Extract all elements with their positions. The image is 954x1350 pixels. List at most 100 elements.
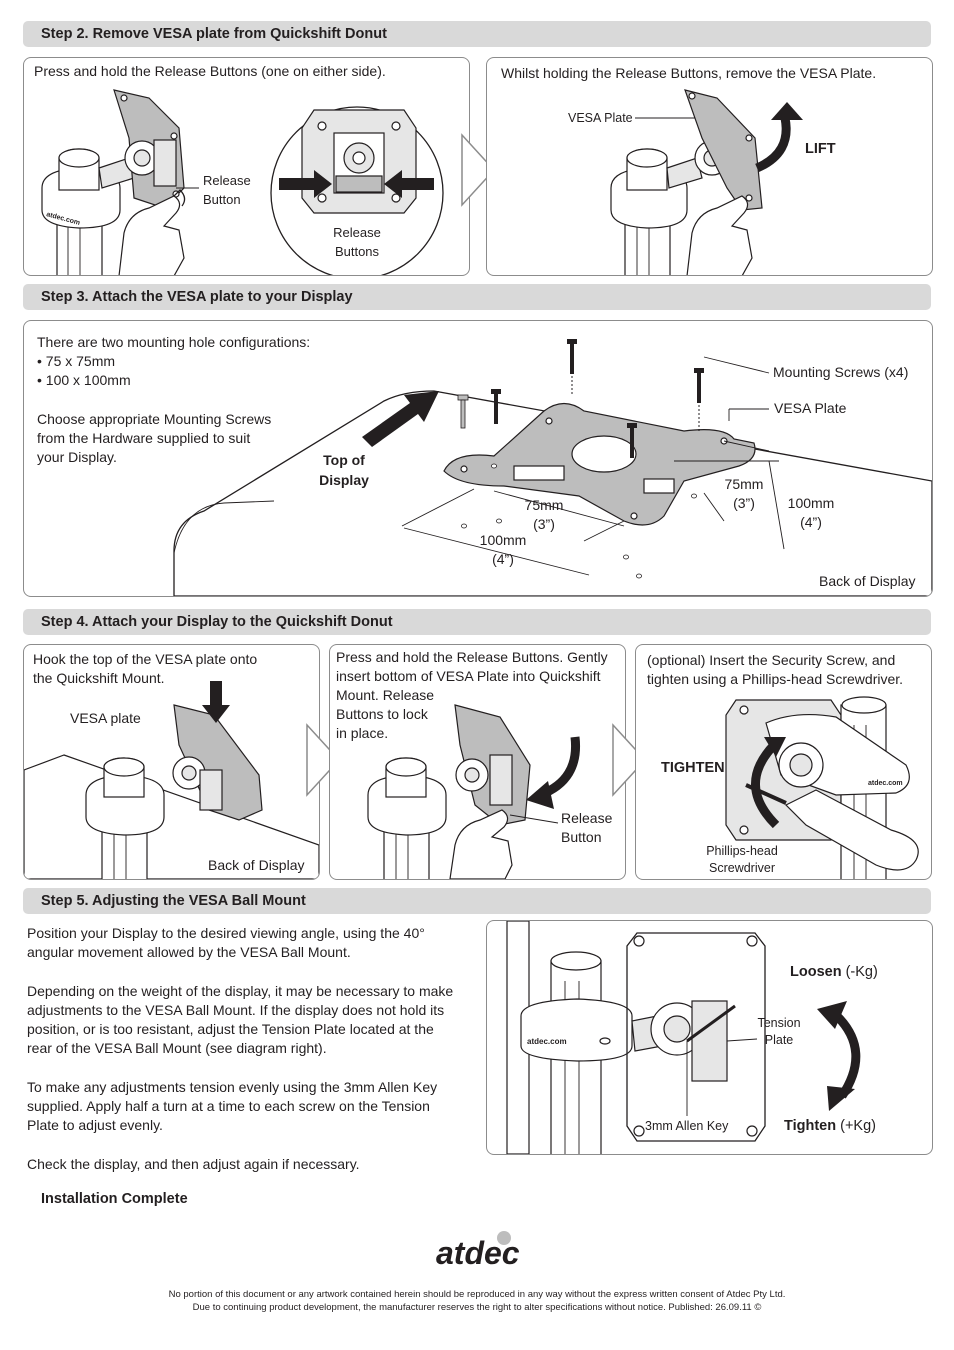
footer-copyright: No portion of this document or any artwo… [168, 1289, 786, 1300]
config-75: • 75 x 75mm [37, 353, 116, 369]
step4-p2-line1: Press and hold the Release Buttons. Gent… [336, 649, 608, 665]
atdec-logo-text: atdec [436, 1235, 520, 1271]
step5-diagram-panel: atdec.com Loosen (-Kg) Tensi [486, 920, 933, 1155]
choose-screws-1: Choose appropriate Mounting Screws [37, 411, 272, 427]
step2-right-illustration [610, 89, 803, 275]
screwdriver-label-1: Phillips-head [706, 844, 778, 858]
step2-left-instruction: Press and hold the Release Buttons (one … [34, 63, 386, 79]
mounting-screw-icon [627, 423, 637, 458]
step5-p3-line2: supplied. Apply half a turn at a time to… [27, 1098, 430, 1114]
step3-title: Step 3. Attach the VESA plate to your Di… [41, 289, 353, 305]
dim-75-left-in: (3”) [533, 516, 555, 532]
step4-panel1-illustration [24, 681, 319, 879]
step4-header: Step 4. Attach your Display to the Quick… [23, 609, 931, 635]
tension-plate-icon [691, 1000, 728, 1082]
mounting-hole-markers [461, 463, 697, 579]
step2-left-panel: Press and hold the Release Buttons (one … [23, 57, 470, 276]
step4-back-of-display: Back of Display [208, 857, 305, 873]
donut-icon: atdec.com [765, 713, 910, 796]
step2-next-chevron-icon [461, 133, 496, 207]
step4-panel2-illustration [367, 704, 581, 879]
step3-header: Step 3. Attach the VESA plate to your Di… [23, 284, 931, 310]
dim-75-left-mm: 75mm [524, 497, 564, 513]
config-100: • 100 x 100mm [37, 372, 131, 388]
tighten-arrow-icon [751, 737, 786, 829]
tighten-kg: (+Kg) [836, 1118, 876, 1134]
choose-screws-2: from the Hardware supplied to suit [37, 430, 251, 446]
step4-p2-line4: Buttons to lock [336, 706, 428, 722]
step4-panel-1: Hook the top of the VESA plate onto the … [23, 644, 320, 880]
dim-100-right-mm: 100mm [787, 495, 835, 511]
installation-complete: Installation Complete [41, 1191, 188, 1207]
down-arrow-icon [202, 681, 230, 723]
dim-100-left-in: (4”) [492, 551, 514, 567]
vesa-plate-front-icon [301, 109, 417, 214]
step5-p2-line3: position, or is too resistant, adjust th… [27, 1021, 434, 1037]
step5-p3-line3: Plate to adjust evenly. [27, 1117, 163, 1133]
step5-p2-line4: rear of the VESA Ball Mount (see diagram… [27, 1040, 327, 1056]
mounting-screw-icon [491, 389, 501, 424]
vesa-plate-icon [454, 704, 531, 826]
tension-plate-label-1: Tension [757, 1016, 801, 1030]
step5-p1-line2: angular movement allowed by the VESA Bal… [27, 944, 351, 960]
top-of-display-2: Display [319, 472, 369, 488]
step5-p2-line2: adjustments to the VESA Ball Mount. If t… [27, 1002, 445, 1018]
step4-title: Step 4. Attach your Display to the Quick… [41, 614, 393, 630]
donut-icon [367, 757, 447, 836]
step4-p1-line2: the Quickshift Mount. [33, 670, 165, 686]
lift-label: LIFT [805, 141, 836, 157]
donut-brand-text: atdec.com [527, 1037, 567, 1046]
donut-icon: atdec.com [520, 998, 633, 1062]
step4-p1-line1: Hook the top of the VESA plate onto [33, 651, 258, 667]
allen-key-label: 3mm Allen Key [645, 1119, 729, 1133]
step4-vesa-plate-label: VESA plate [70, 710, 141, 726]
step4-next-chevron-1-icon [306, 723, 341, 797]
mounting-screws-label: Mounting Screws (x4) [773, 364, 909, 380]
dim-75-right-mm: 75mm [724, 476, 764, 492]
dim-100-right-in: (4”) [800, 514, 822, 530]
loosen-label: Loosen (-Kg) [790, 963, 878, 983]
step4-p3-line1: (optional) Insert the Security Screw, an… [647, 652, 896, 668]
release-button-label-1: Release [203, 173, 251, 188]
release-buttons-label-1: Release [333, 225, 381, 240]
release-button-label-2: Button [203, 192, 241, 207]
dimension-lines [401, 356, 785, 576]
hand-icon [686, 195, 753, 275]
step2-right-instruction: Whilst holding the Release Buttons, remo… [501, 65, 877, 81]
hand-icon [449, 809, 513, 879]
dim-75-right-in: (3”) [733, 495, 755, 511]
step2-header: Step 2. Remove VESA plate from Quickshif… [23, 21, 931, 47]
step3-vesa-plate-label: VESA Plate [774, 400, 847, 416]
config-intro: There are two mounting hole configuratio… [37, 334, 311, 350]
step5-p1-line1: Position your Display to the desired vie… [27, 925, 425, 941]
loosen-tighten-arrow-icon [817, 1001, 861, 1111]
tighten-kg-label: Tighten (+Kg) [784, 1117, 876, 1137]
vesa-plate-label: VESA Plate [568, 111, 633, 125]
step4-p3-line2: tighten using a Phillips-head Screwdrive… [647, 671, 904, 687]
step4-release-label-1: Release [561, 810, 613, 826]
donut-brand-text: atdec.com [868, 780, 903, 787]
dim-100-left-mm: 100mm [479, 532, 527, 548]
release-buttons-label-2: Buttons [334, 244, 380, 259]
arrow-right-icon [279, 170, 332, 198]
step4-p2-line3: Mount. Release [336, 687, 435, 703]
mounting-screw-icon [567, 339, 577, 396]
step5-p2-line1: Depending on the weight of the display, … [27, 983, 454, 999]
loosen-kg: (-Kg) [841, 964, 878, 980]
tighten-bold: Tighten [784, 1118, 837, 1134]
choose-screws-3: your Display. [37, 449, 117, 465]
donut-icon [610, 148, 688, 229]
tension-plate-label-2: Plate [764, 1033, 794, 1047]
rotate-arrow-icon [526, 736, 581, 809]
step2-left-illustration: atdec.com [41, 89, 199, 275]
donut-icon [85, 757, 165, 836]
vesa-plate-icon [626, 932, 766, 1142]
step3-back-of-display: Back of Display [819, 573, 916, 589]
step4-p2-line2: insert bottom of VESA Plate into Quicksh… [336, 668, 601, 684]
donut-icon: atdec.com [41, 148, 121, 229]
atdec-logo: atdec [436, 1231, 520, 1271]
step5-p3-line1: To make any adjustments tension evenly u… [27, 1079, 438, 1095]
vesa-plate-icon [172, 704, 263, 821]
step4-panel3-illustration: atdec.com [725, 696, 919, 879]
step2-right-panel: Whilst holding the Release Buttons, remo… [486, 57, 933, 276]
